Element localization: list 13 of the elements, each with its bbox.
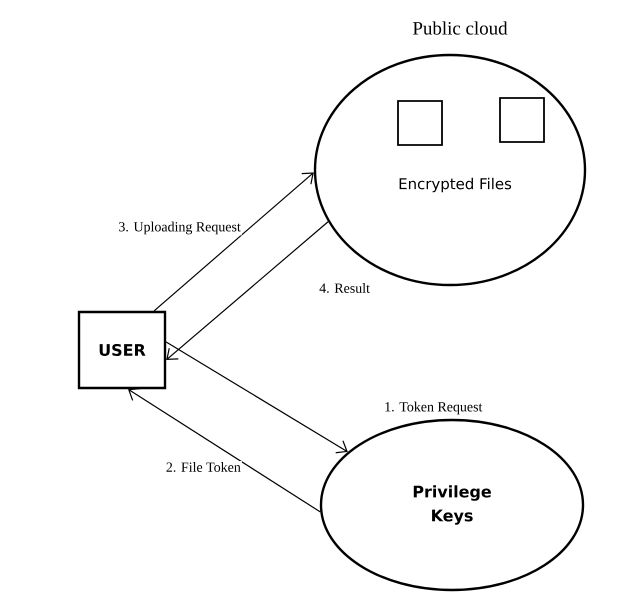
node-label: Encrypted Files (400, 178, 512, 192)
square (499, 97, 545, 143)
edge-label: 1. Token Request (383, 400, 484, 416)
edge-label: 4. Result (318, 282, 371, 294)
user-box: USER (78, 310, 166, 390)
arrow (166, 341, 348, 454)
arrow (154, 172, 314, 312)
arrow (128, 388, 321, 512)
heading: Public cloud (412, 21, 508, 35)
edge-label: 2. File Token (164, 461, 242, 473)
square (397, 100, 443, 146)
edge-label: 3. Uploading Request (117, 220, 242, 236)
arrow (166, 221, 328, 360)
